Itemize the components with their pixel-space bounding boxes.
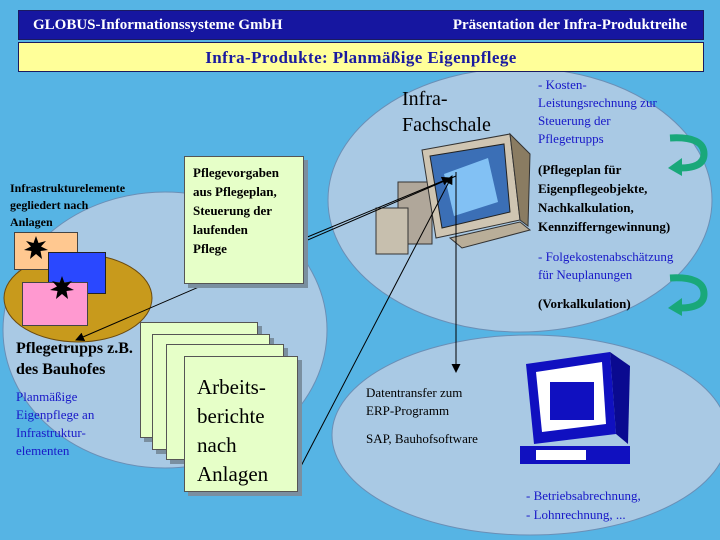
pflegeplan-note: (Pflegeplan für Eigenpflegeobjekte, Nach… <box>538 162 671 234</box>
fachschale-title: Infra- Fachschale <box>402 88 491 136</box>
cycle-arrow-icon <box>668 134 708 176</box>
pflegevorgaben-note: Pflegevorgaben aus Pflegeplan, Steuerung… <box>184 156 304 284</box>
kosten-note: - Kosten- Leistungsrechnung zur Steuerun… <box>538 77 657 146</box>
element-square-pink <box>22 282 88 326</box>
arbeitsberichte-note: Arbeits- berichte nach Anlagen <box>184 356 298 492</box>
pflegetrupps-desc: Planmäßige Eigenpflege an Infrastruktur-… <box>16 389 95 458</box>
starburst-icon <box>50 276 74 299</box>
infra-elemente-label: Infrastrukturelemente gegliedert nach An… <box>10 181 126 229</box>
datentransfer-text: Datentransfer zum ERP-Programm <box>366 385 463 418</box>
subtitle-bar: Infra-Produkte: Planmäßige Eigenpflege <box>18 42 704 72</box>
header-bar: GLOBUS-Informationssysteme GmbH Präsenta… <box>18 10 704 40</box>
vorkalkulation-note: (Vorkalkulation) <box>538 296 631 311</box>
company-name: GLOBUS-Informationssysteme GmbH <box>33 17 283 33</box>
computer-icon <box>375 132 532 255</box>
computer-icon <box>520 352 630 464</box>
abrechnung-note: - Betriebsabrechnung, - Lohnrechnung, ..… <box>526 488 641 522</box>
slide-subtitle: Infra-Produkte: Planmäßige Eigenpflege <box>205 48 517 67</box>
presentation-title: Präsentation der Infra-Produktreihe <box>452 17 687 33</box>
sap-text: SAP, Bauhofsoftware <box>366 431 478 446</box>
pflegetrupps-title: Pflegetrupps z.B. des Bauhofes <box>16 340 133 378</box>
cycle-arrow-icon <box>668 274 708 316</box>
starburst-icon <box>24 236 48 259</box>
folgekosten-note: - Folgekostenabschätzung für Neuplanunge… <box>538 249 674 282</box>
